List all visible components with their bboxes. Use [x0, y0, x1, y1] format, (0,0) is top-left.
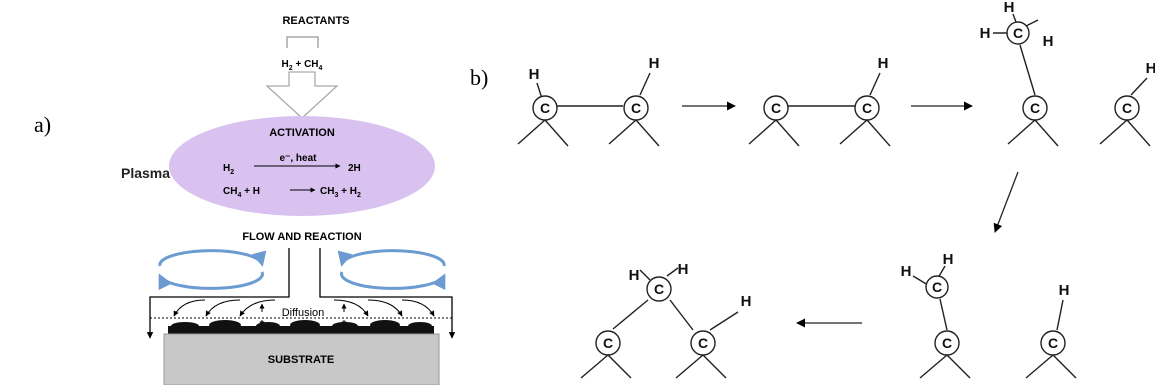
hydrogen-label: H — [649, 55, 660, 72]
carbon-label: C — [1013, 25, 1023, 41]
hydrogen-label: H — [529, 66, 540, 83]
activation-title: ACTIVATION — [269, 127, 335, 139]
feed-arrow — [265, 71, 339, 119]
reaction1-condition: e⁻, heat — [280, 153, 318, 164]
carbon-labels: C C C C C C C C C C C C C — [540, 25, 1132, 351]
carbon-atom — [532, 95, 558, 121]
panel-b-label: b) — [470, 65, 489, 90]
carbon-label: C — [942, 335, 952, 351]
right-circulation-icon — [337, 249, 446, 291]
carbon-label: C — [540, 100, 550, 116]
left-circulation-icon — [158, 249, 267, 291]
hydrogen-label: H — [878, 55, 889, 72]
hydrogen-labels: H H H H H H H H H H H H H — [529, 0, 1155, 310]
reactants-formula: H2 + CH4 — [282, 59, 323, 72]
reaction1-reactant: H2 — [223, 163, 234, 176]
substrate — [163, 333, 440, 385]
step-arrow-3 — [993, 171, 1019, 233]
carbon-label: C — [932, 279, 942, 295]
hydrogen-label: H — [1043, 33, 1054, 50]
carbon-label: C — [771, 100, 781, 116]
flow-title: FLOW AND REACTION — [242, 231, 361, 243]
carbon-label: C — [1048, 335, 1058, 351]
carbon-atom — [1006, 21, 1030, 45]
carbon-atom — [595, 330, 621, 356]
hydrogen-label: H — [629, 267, 640, 284]
hydrogen-label: H — [678, 261, 689, 278]
substrate-label: SUBSTRATE — [268, 354, 334, 366]
carbon-atoms — [532, 21, 1140, 356]
carbon-atom — [763, 95, 789, 121]
carbon-atom — [934, 330, 960, 356]
carbon-atom — [646, 276, 672, 302]
carbon-atom — [1040, 330, 1066, 356]
carbon-atom — [925, 275, 949, 299]
diffusion-label: Diffusion — [282, 307, 325, 319]
hydrogen-label: H — [943, 251, 954, 268]
carbon-label: C — [1122, 100, 1132, 116]
hydrogen-label: H — [1059, 282, 1070, 299]
reaction1-product: 2H — [348, 163, 361, 174]
reaction2-products: CH3 + H2 — [320, 186, 361, 199]
carbon-atom — [623, 95, 649, 121]
carbon-atom — [1022, 95, 1048, 121]
hydrogen-label: H — [741, 293, 752, 310]
hydrogen-label: H — [1004, 0, 1015, 16]
mechanism-diagram — [517, 13, 1151, 379]
carbon-atom — [690, 330, 716, 356]
reactants-bracket — [286, 36, 319, 48]
carbon-label: C — [698, 335, 708, 351]
reactants-title: REACTANTS — [282, 15, 349, 27]
carbon-label: C — [1030, 100, 1040, 116]
plasma-label: Plasma — [121, 165, 170, 181]
carbon-label: C — [862, 100, 872, 116]
surface-flow-arcs — [173, 299, 435, 317]
carbon-label: C — [631, 100, 641, 116]
carbon-atom — [854, 95, 880, 121]
carbon-label: C — [603, 335, 613, 351]
carbon-label: C — [654, 281, 664, 297]
deposit-layer — [168, 320, 434, 334]
carbon-atom — [1114, 95, 1140, 121]
hydrogen-label: H — [901, 263, 912, 280]
process-arrows — [682, 101, 1019, 328]
hydrogen-label: H — [980, 25, 991, 42]
reaction2: CH4 + H — [223, 186, 260, 199]
hydrogen-label: H — [1146, 60, 1155, 77]
panel-a-label: a) — [34, 112, 52, 137]
